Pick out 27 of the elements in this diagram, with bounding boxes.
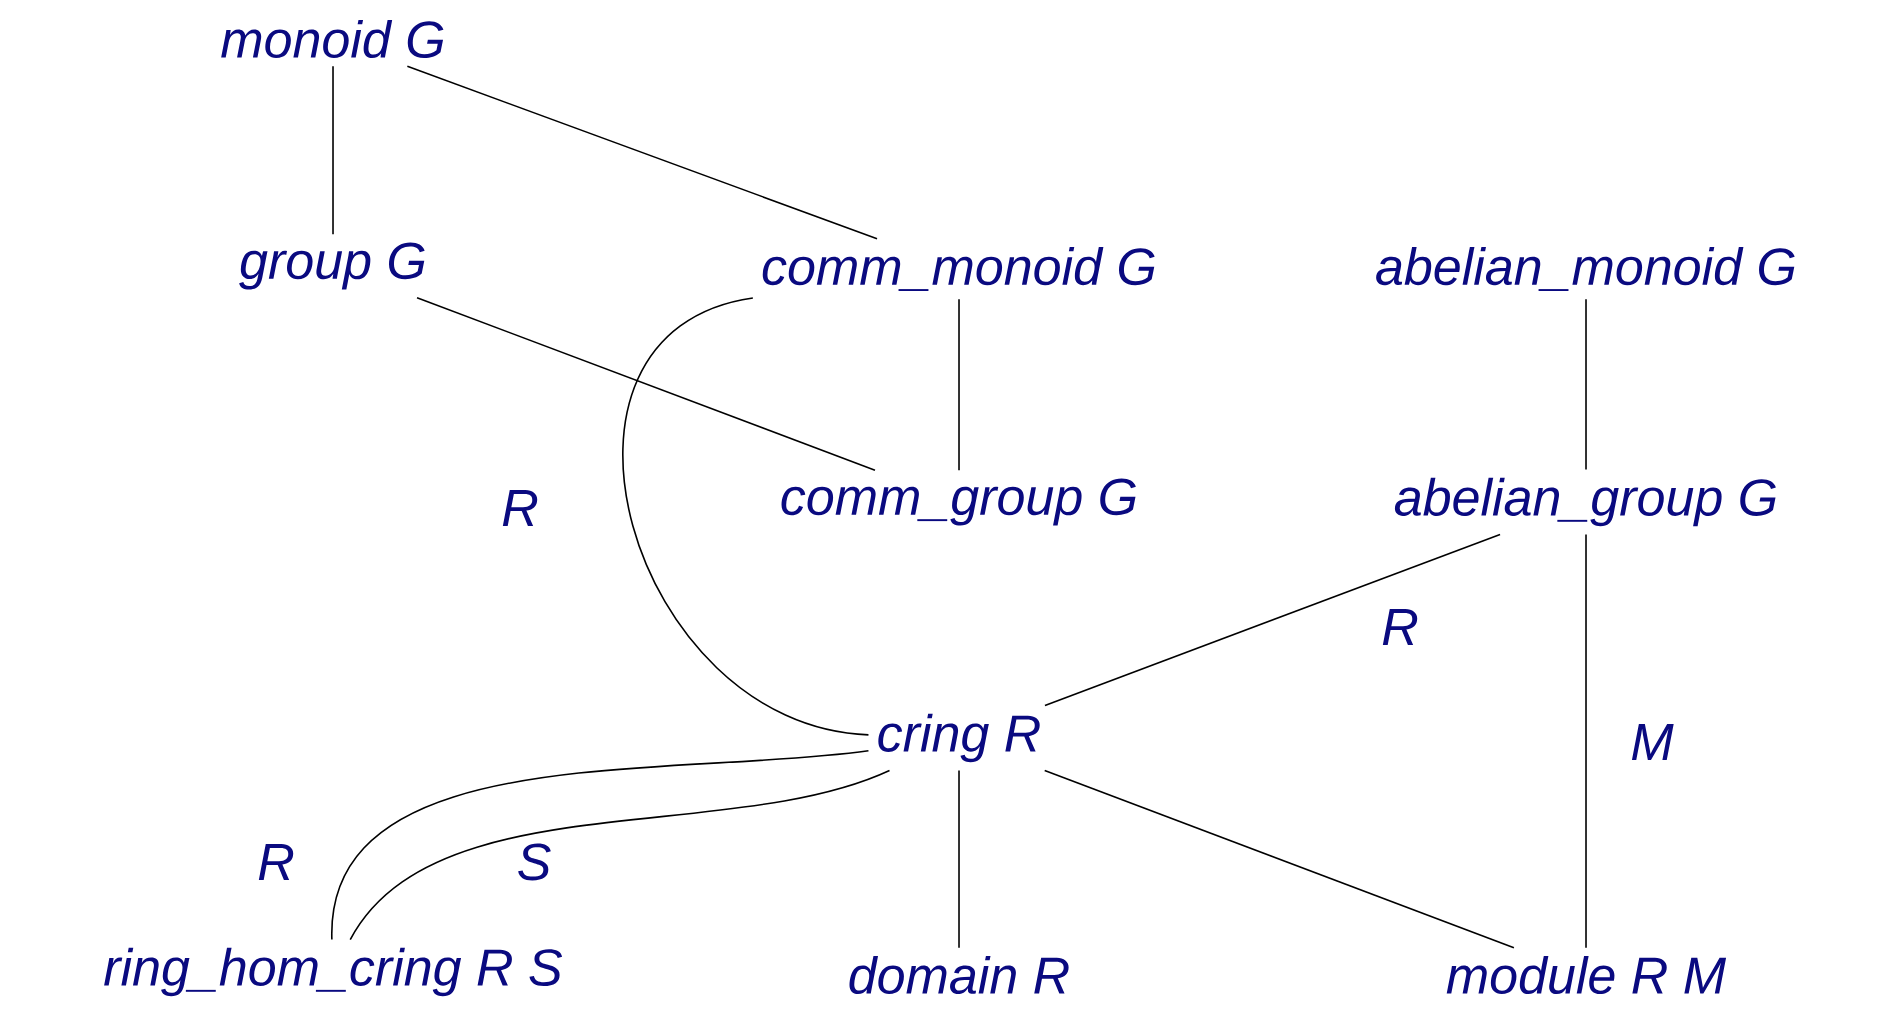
- node-label: group G: [239, 242, 425, 290]
- node-label: comm_monoid G: [762, 247, 1155, 291]
- connector-line: [416, 296, 876, 472]
- connector-line: [349, 769, 891, 941]
- node-label: cring R: [878, 713, 1040, 763]
- edge-label: M: [1628, 722, 1676, 762]
- connector-line: [406, 65, 878, 240]
- node-label: ring_hom_cring R S: [104, 947, 563, 997]
- node-label: monoid G: [221, 19, 444, 59]
- connector-line: [1585, 533, 1587, 949]
- connector-line: [958, 769, 960, 949]
- node-label: domain R: [849, 955, 1069, 995]
- edge-label: R: [499, 488, 541, 528]
- connector-line: [332, 65, 334, 236]
- edge-label: R: [255, 842, 297, 882]
- connector-line: [1044, 533, 1501, 707]
- connector-line: [1585, 298, 1587, 471]
- connector-line: [331, 749, 870, 941]
- connector-line: [1043, 769, 1515, 949]
- node-label: module R M: [1446, 955, 1727, 995]
- node-label: comm_group G: [781, 478, 1136, 526]
- node-label: abelian_group G: [1394, 477, 1776, 527]
- edge-label: R: [1379, 607, 1421, 647]
- node-label: abelian_monoid G: [1376, 247, 1795, 291]
- connector-line: [958, 298, 960, 472]
- connector-line: [622, 297, 870, 736]
- edge-label: S: [514, 841, 554, 883]
